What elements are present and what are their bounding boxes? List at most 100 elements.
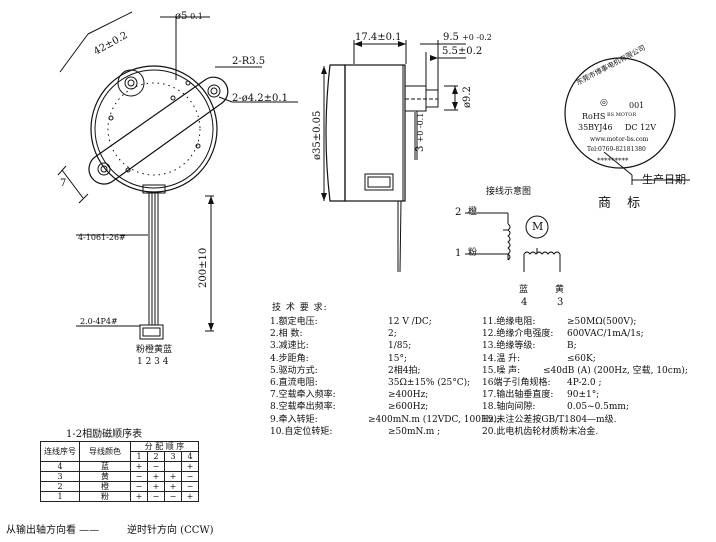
dim-hole: 2-ø4.2±0.1 <box>232 93 288 104</box>
dim-shaft-dia: ø5-0.1 <box>175 11 203 22</box>
spec-value: 4P-2.0 ; <box>567 377 602 388</box>
label-trademark: 商 标 <box>598 196 647 211</box>
spec-key: 1.额定电压: <box>270 317 318 327</box>
footer-ccw: 逆时针方向 (CCW) <box>127 525 214 536</box>
cell-phase: + <box>147 481 165 492</box>
label-tel: Tel:0769-82181380 <box>587 146 646 153</box>
label-serial: 001 <box>629 101 645 110</box>
spec-value: 0.05~0.5mm; <box>567 402 629 413</box>
specs-left-keys: 1.额定电压: 2.相 数: 3.减速比: 4.步距角: 5.驱动方式: 6.直… <box>270 316 336 438</box>
wiring-yellow: 黄 <box>555 285 565 295</box>
table-row: 2 橙 − + + − <box>40 481 199 492</box>
spec-key: 14.温 升: <box>482 353 521 364</box>
header-seq: 连线序号 <box>40 441 80 462</box>
dim-connector: 2.0-4P4# <box>80 317 118 326</box>
cell-phase: + <box>130 491 148 502</box>
spec-value: 12 V /DC; <box>388 317 432 327</box>
side-view-drawing <box>323 40 466 273</box>
spec-value: ≥400mN.m (12VDC, 100Hz); <box>368 414 501 425</box>
dim-body-depth: 17.4±0.1 <box>355 32 402 43</box>
spec-value: ≥50mN.m ; <box>388 426 441 437</box>
table-header-row: 连线序号 导线颜色 分 配 顺 序 <box>40 441 199 462</box>
cell-seq: 1 <box>40 491 80 502</box>
table-row: 3 黄 − + + − <box>40 471 199 482</box>
spec-key: 17.输出轴垂直度: <box>482 390 554 401</box>
spec-key: 20.此电机齿轮材质粉末冶金. <box>482 426 599 437</box>
cell-phase <box>164 461 182 472</box>
specs-right-keys: 11.绝缘电阻: 12.绝缘介电强度: 13.绝缘等级: 14.温 升: 15.… <box>482 316 616 438</box>
dim-7: 7 <box>60 178 67 189</box>
wiring-c1: 粉 <box>468 248 478 258</box>
header-color: 导线颜色 <box>79 441 131 462</box>
cell-phase: + <box>181 461 199 472</box>
label-rohs: RoHS <box>582 112 606 121</box>
spec-value: 2; <box>388 329 397 340</box>
specs-right-values: ≥50MΩ(500V); 600VAC/1mA/1s; B; ≤60K; ≤40… <box>543 316 688 438</box>
spec-key: 19.未注公差按GB/T1804—m级. <box>482 414 617 425</box>
wiring-drawing <box>465 212 561 272</box>
header-distribution: 分 配 顺 序 <box>130 441 199 452</box>
label-brand: BS MOTOR <box>607 112 637 118</box>
cell-seq: 4 <box>40 461 80 472</box>
dim-lead-length: 200±10 <box>198 247 209 288</box>
spec-key: 9.牵入转矩: <box>270 414 318 425</box>
cell-phase: + <box>164 471 182 482</box>
spec-key: 6.直流电阻: <box>270 377 318 388</box>
spec-value: 90±1°; <box>567 390 600 401</box>
cell-phase: + <box>147 471 165 482</box>
spec-value: ≤60K; <box>567 353 596 364</box>
spec-value: ≤40dB (A) (200Hz, 空载, 10cm); <box>543 365 688 376</box>
footer-view-direction: 从输出轴方向看 —— <box>6 525 100 536</box>
wire-colors: 粉橙黄蓝 <box>136 345 173 355</box>
spec-value: 600VAC/1mA/1s; <box>567 329 644 340</box>
cell-phase: − <box>130 471 148 482</box>
spec-key: 10.自定位转矩: <box>270 426 333 437</box>
cell-phase: + <box>181 491 199 502</box>
dim-boss-dia: ø9.2 <box>462 86 473 108</box>
cell-phase: − <box>147 491 165 502</box>
spec-value <box>567 414 688 426</box>
cell-seq: 2 <box>40 481 80 492</box>
wiring-n3: 3 <box>557 297 564 308</box>
specs-title: 技 术 要 求: <box>272 303 328 313</box>
cell-seq: 3 <box>40 471 80 482</box>
spec-value: 2相4拍; <box>388 365 421 376</box>
label-website: www.motor-bs.com <box>590 136 649 143</box>
cell-phase: − <box>181 481 199 492</box>
spec-key: 7.空载牵入频率: <box>270 390 336 401</box>
spec-value: B; <box>567 341 577 352</box>
cell-color: 橙 <box>79 481 131 492</box>
label-date-marks: ********* <box>597 157 629 165</box>
step-label: 1 <box>130 451 148 462</box>
spec-value: 35Ω±15% (25°C); <box>388 377 471 388</box>
dim-flat-length: 5.5±0.2 <box>442 46 483 57</box>
front-view-drawing <box>57 11 298 340</box>
step-label: 2 <box>147 451 165 462</box>
cell-phase: + <box>164 481 182 492</box>
sequence-table: 连线序号 导线颜色 分 配 顺 序 1 2 3 4 4 蓝 + − + 3 黄 … <box>40 441 199 502</box>
cell-color: 粉 <box>79 491 131 502</box>
table-row: 4 蓝 + − + <box>40 461 199 472</box>
spec-key: 11.绝缘电阻: <box>482 317 536 327</box>
spec-value <box>567 426 688 438</box>
label-date-caption: 生产日期 <box>642 173 686 186</box>
spec-key: 3.减速比: <box>270 341 309 352</box>
spec-key: 16端子引角规格: <box>482 377 551 388</box>
spec-key: 5.驱动方式: <box>270 365 318 376</box>
pin-numbers: 1 2 3 4 <box>137 357 169 367</box>
wiring-title: 接线示意图 <box>486 187 532 197</box>
dim-mount-radius: 2-R3.5 <box>232 56 266 67</box>
cell-phase: − <box>147 461 165 472</box>
spec-key: 15.噪 声: <box>482 365 521 376</box>
spec-value: 1/85; <box>388 341 412 352</box>
spec-key: 2.相 数: <box>270 329 303 340</box>
spec-value: ≥400Hz; <box>388 390 429 401</box>
spec-key: 4.步距角: <box>270 353 309 364</box>
specs-left-values: 12 V /DC; 2; 1/85; 15°; 2相4拍; 35Ω±15% (2… <box>368 316 500 438</box>
dim-body-dia: ø35±0.05 <box>312 110 323 160</box>
dim-shaft-length: 9.5 +0 -0.2 <box>443 32 492 43</box>
cell-phase: − <box>181 471 199 482</box>
cell-color: 蓝 <box>79 461 131 472</box>
wiring-c2: 橙 <box>468 207 478 217</box>
